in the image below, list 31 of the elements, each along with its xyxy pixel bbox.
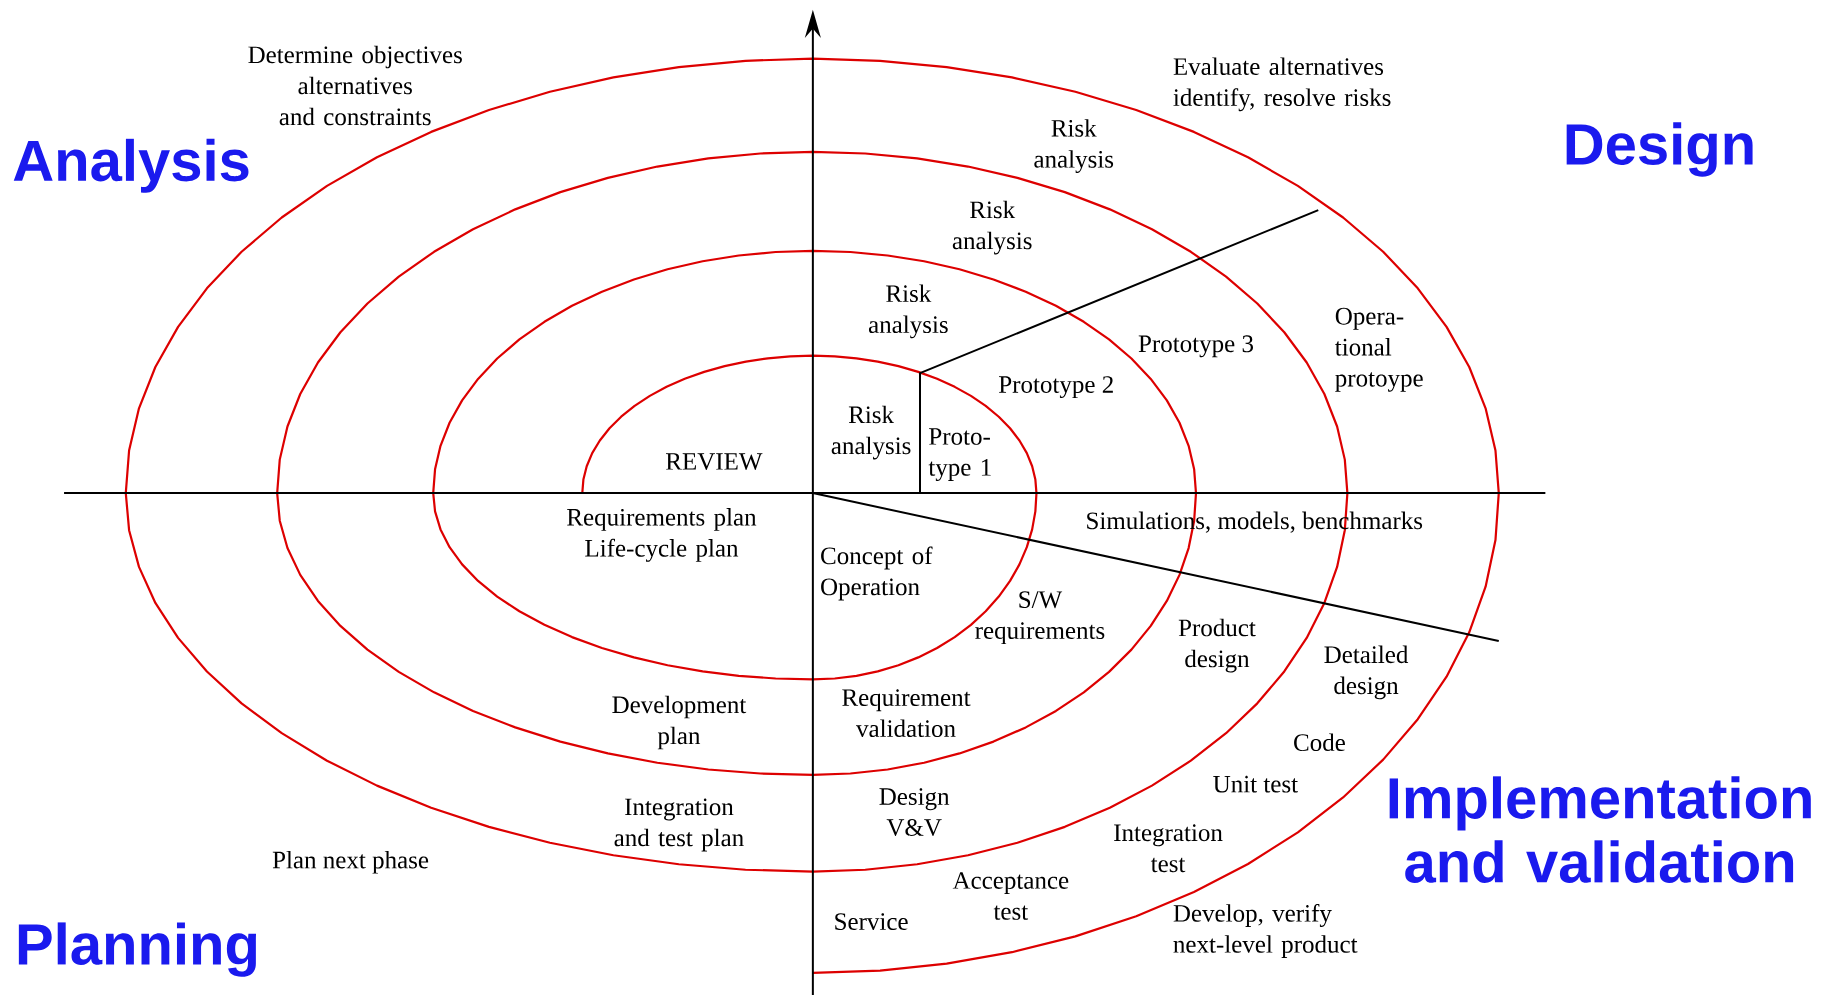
label-text: Determine objectives alternatives and constraints [248,45,462,126]
label-text: Code [1294,733,1345,752]
label-text: Opera- tional protoype [1335,307,1423,392]
label-text: S/W requirements [975,591,1105,645]
label-text: REVIEW [666,453,763,470]
label-text: Prototype 2 [999,376,1113,399]
label-text: Acceptance test [952,872,1069,920]
label-text: Requirement validation [842,689,971,738]
label-text: Concept of Operation [821,546,933,601]
label-text: Detailed design [1324,645,1409,700]
label-text: Risk analysis [831,405,911,460]
label-text: Integration and test plan [614,798,744,852]
label-text: Evaluate alternatives identify, resolve risks [1173,57,1391,112]
quadrant-title: Planning [18,922,257,977]
label-text: Service [835,913,908,930]
label-text: Unit test [1213,775,1298,793]
label-text: Risk analysis [1034,119,1114,173]
label-text: Proto- type 1 [928,428,991,481]
label-text: Integration test [1114,824,1223,873]
quadrant-title: Implementation and validation [1389,776,1811,883]
label-text: Development plan [612,695,747,750]
quadrant-title: Analysis [13,138,249,193]
quadrant-title: Design [1566,122,1753,177]
label-text: Develop, verify next-level product [1173,904,1358,958]
label-text: Design V&V [879,788,950,837]
label-text: Risk analysis [868,284,948,339]
label-text: Product design [1178,618,1256,673]
label-text: Prototype 3 [1138,335,1253,358]
label-text: Plan next phase [272,850,429,874]
label-text: Requirements plan Life-cycle plan [567,508,757,562]
label-text: Risk analysis [952,200,1032,255]
